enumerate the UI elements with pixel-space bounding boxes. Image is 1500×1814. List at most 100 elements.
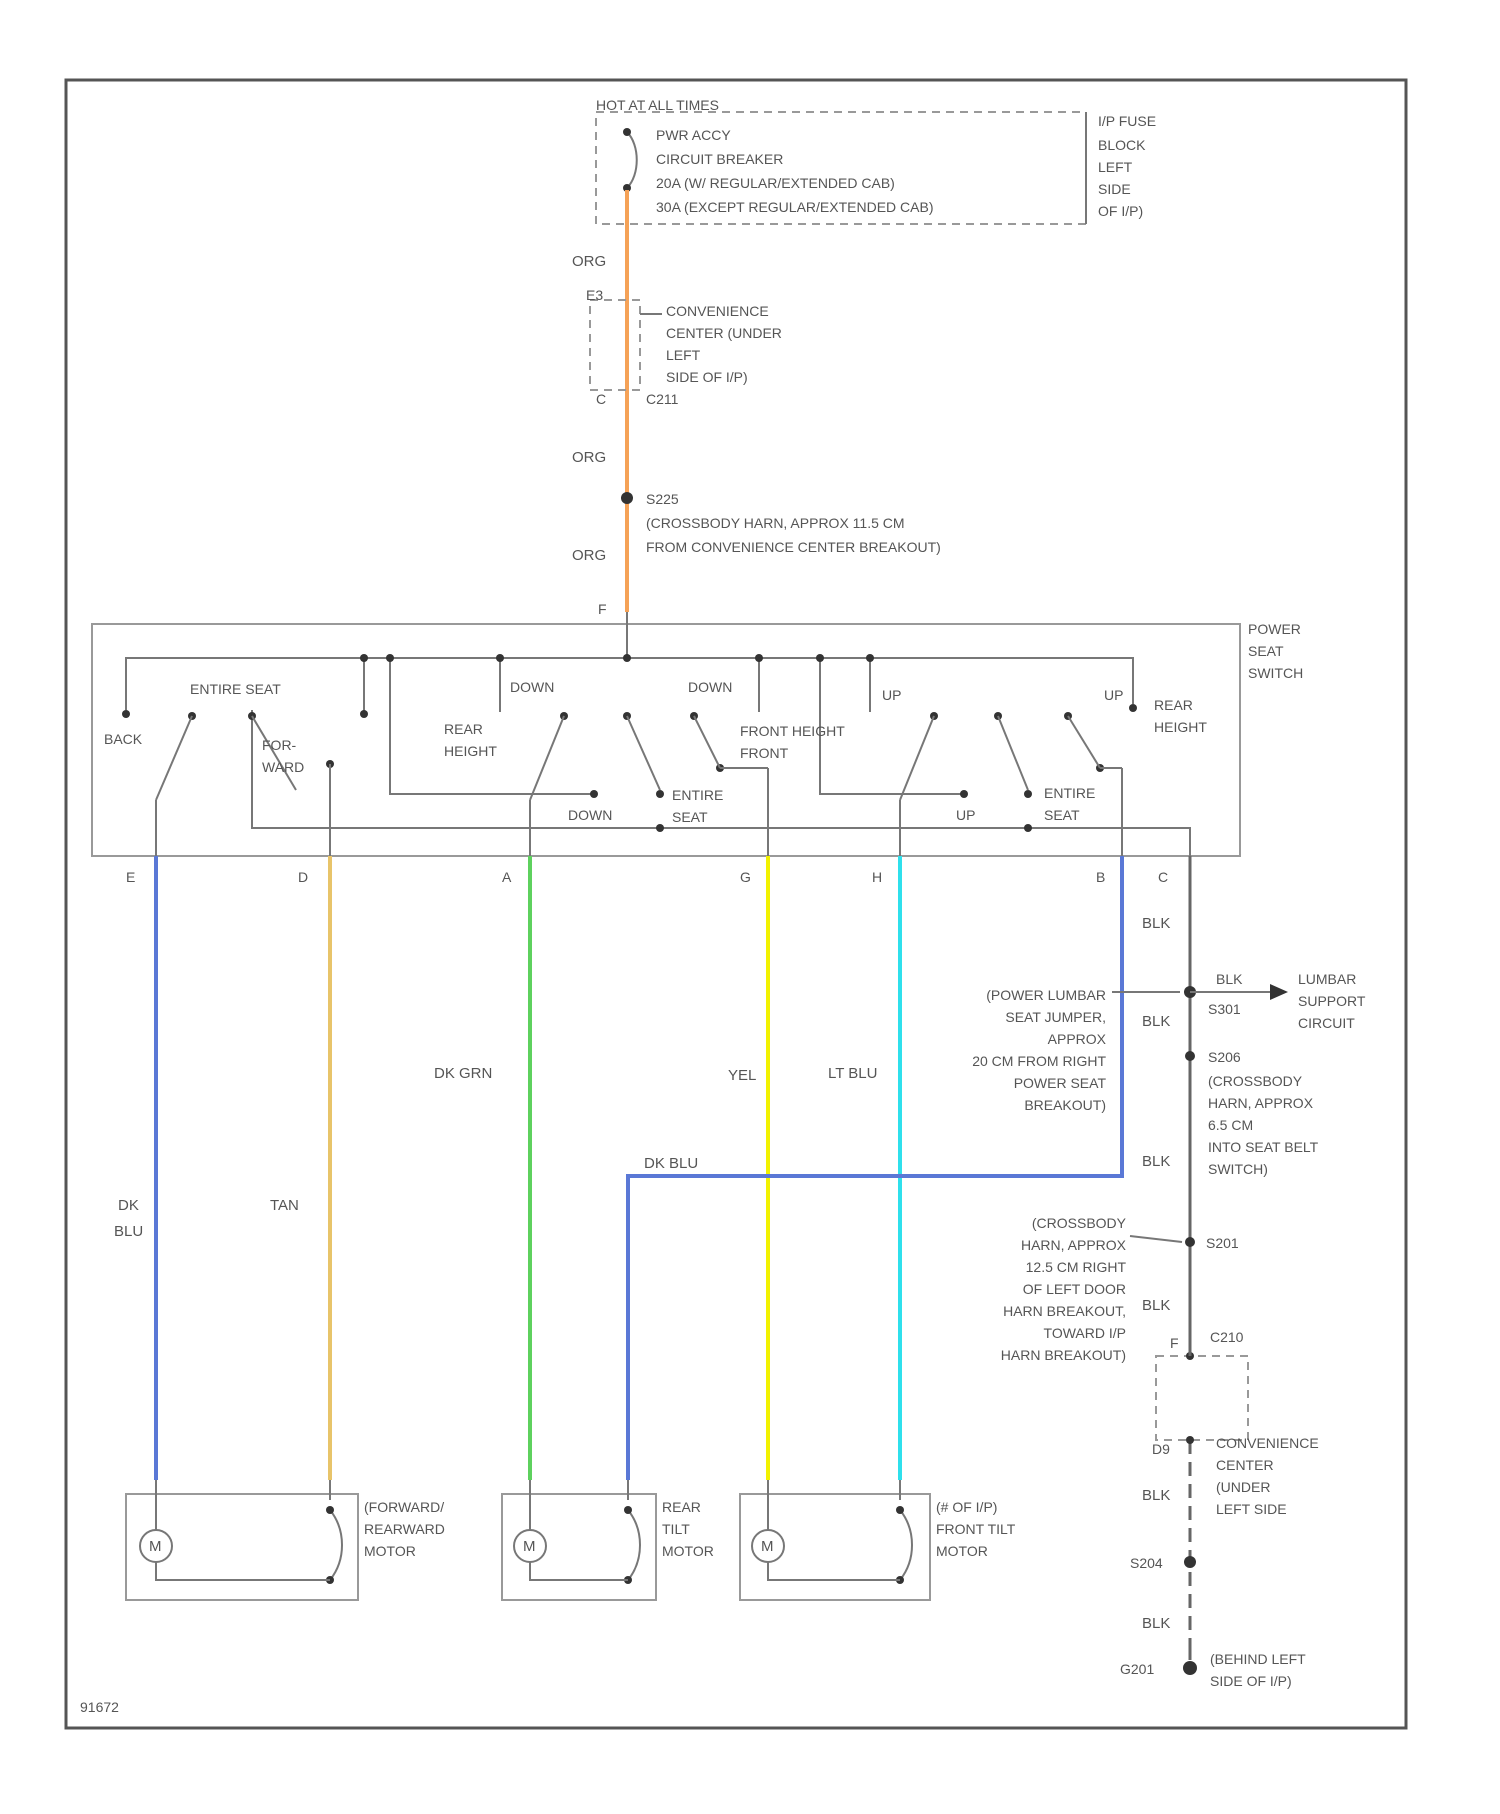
label-entire-seat-top: ENTIRE SEAT — [190, 681, 281, 697]
label-down-1: DOWN — [510, 679, 554, 695]
svg-text:(UNDER: (UNDER — [1216, 1479, 1270, 1495]
label-front-height-2: FRONT — [740, 745, 789, 761]
breaker-line-3: 20A (W/ REGULAR/EXTENDED CAB) — [656, 175, 895, 191]
svg-text:SWITCH): SWITCH) — [1208, 1161, 1268, 1177]
rear-tilt-motor: M REAR TILT MOTOR — [502, 1480, 714, 1600]
wire-dk-blu-b — [628, 856, 1122, 1480]
switch-down-bus — [390, 658, 594, 794]
svg-text:OF LEFT DOOR: OF LEFT DOOR — [1023, 1281, 1126, 1297]
lumbar-circuit-3: CIRCUIT — [1298, 1015, 1355, 1031]
figure-id: 91672 — [80, 1699, 119, 1715]
breaker-line-1: PWR ACCY — [656, 127, 731, 143]
label-down-2: DOWN — [688, 679, 732, 695]
blk-label-2: BLK — [1142, 1013, 1170, 1030]
cc-top-pin: E3 — [586, 287, 603, 303]
fuse-block-5: OF I/P) — [1098, 203, 1143, 219]
s225-id: S225 — [646, 491, 679, 507]
svg-text:(CROSSBODY: (CROSSBODY — [1208, 1073, 1303, 1089]
forward-label-1: (FORWARD/ — [364, 1499, 444, 1515]
rear-tilt-label-3: MOTOR — [662, 1543, 714, 1559]
splice-s201 — [1185, 1237, 1195, 1247]
hot-at-all-times-text: HOT AT ALL TIMES — [596, 97, 719, 113]
pin-h: H — [872, 869, 882, 885]
label-forward-1: FOR- — [262, 737, 297, 753]
cc-label-2: CENTER (UNDER — [666, 325, 782, 341]
label-front-height-1: FRONT HEIGHT — [740, 723, 845, 739]
label-rear-height-1: REAR — [444, 721, 483, 737]
svg-text:(CROSSBODY: (CROSSBODY — [1032, 1215, 1127, 1231]
switch-title-1: POWER — [1248, 621, 1301, 637]
org-label-3: ORG — [572, 547, 606, 564]
breaker-line-2: CIRCUIT BREAKER — [656, 151, 783, 167]
motor-m-3: M — [761, 1538, 774, 1555]
fuse-block-4: SIDE — [1098, 181, 1131, 197]
label-up-3: UP — [956, 807, 975, 823]
pin-d: D — [298, 869, 308, 885]
label-up-1: UP — [882, 687, 901, 703]
breaker-line-4: 30A (EXCEPT REGULAR/EXTENDED CAB) — [656, 199, 933, 215]
pin-b: B — [1096, 869, 1105, 885]
blk-label-1: BLK — [1142, 915, 1170, 932]
pin-c: C — [1158, 869, 1168, 885]
label-rear-height-2: HEIGHT — [444, 743, 497, 759]
ground-desc-2: SIDE OF I/P) — [1210, 1673, 1292, 1689]
lumbar-circuit-2: SUPPORT — [1298, 993, 1366, 1009]
front-tilt-label-3: MOTOR — [936, 1543, 988, 1559]
svg-text:LEFT SIDE: LEFT SIDE — [1216, 1501, 1287, 1517]
cc-bottom-pin: C — [596, 391, 606, 407]
svg-text:HARN, APPROX: HARN, APPROX — [1021, 1237, 1127, 1253]
s201-id: S201 — [1206, 1235, 1239, 1251]
label-tan: TAN — [270, 1197, 299, 1214]
label-dk-blu-jumper: DK BLU — [644, 1155, 698, 1172]
label-lt-blu: LT BLU — [828, 1065, 877, 1082]
switch-blades — [156, 716, 1100, 800]
c210-id: C210 — [1210, 1329, 1244, 1345]
svg-text:12.5 CM RIGHT: 12.5 CM RIGHT — [1026, 1259, 1127, 1275]
ground-g201 — [1183, 1661, 1197, 1675]
switch-title-3: SWITCH — [1248, 665, 1303, 681]
forward-label-2: REARWARD — [364, 1521, 445, 1537]
svg-text:HARN BREAKOUT): HARN BREAKOUT) — [1001, 1347, 1126, 1363]
label-dk-grn: DK GRN — [434, 1065, 492, 1082]
cc-label-1: CONVENIENCE — [666, 303, 769, 319]
svg-text:S206: S206 — [1208, 1049, 1241, 1065]
motor-m-1: M — [149, 1538, 162, 1555]
c210-bottom-pin: D9 — [1152, 1441, 1170, 1457]
forward-label-3: MOTOR — [364, 1543, 416, 1559]
svg-text:20 CM FROM RIGHT: 20 CM FROM RIGHT — [972, 1053, 1106, 1069]
pin-g: G — [740, 869, 751, 885]
s206-desc: S206 (CROSSBODY HARN, APPROX 6.5 CM INTO… — [1208, 1049, 1319, 1177]
s225-desc-1: (CROSSBODY HARN, APPROX 11.5 CM — [646, 515, 905, 531]
svg-text:CONVENIENCE: CONVENIENCE — [1216, 1435, 1319, 1451]
front-tilt-label-1: (# OF I/P) — [936, 1499, 997, 1515]
breaker-terminal-top — [623, 128, 631, 136]
s225-desc-2: FROM CONVENIENCE CENTER BREAKOUT) — [646, 539, 941, 555]
label-entire-seat-mid-1: ENTIRE — [672, 787, 723, 803]
fuse-block-3: LEFT — [1098, 159, 1133, 175]
label-back: BACK — [104, 731, 143, 747]
c210-terminal-bottom — [1186, 1436, 1194, 1444]
lumbar-arrow-icon — [1270, 984, 1288, 1000]
c210-box — [1156, 1356, 1248, 1440]
splice-s204 — [1184, 1556, 1196, 1568]
pin-e: E — [126, 869, 135, 885]
svg-text:APPROX: APPROX — [1048, 1031, 1107, 1047]
s204-id: S204 — [1130, 1555, 1163, 1571]
label-down-3: DOWN — [568, 807, 612, 823]
g201-id: G201 — [1120, 1661, 1154, 1677]
svg-text:(POWER LUMBAR: (POWER LUMBAR — [986, 987, 1106, 1003]
circuit-breaker-symbol — [627, 132, 637, 188]
label-up-2: UP — [1104, 687, 1123, 703]
label-dk-blu-2: BLU — [114, 1223, 143, 1240]
svg-text:SEAT JUMPER,: SEAT JUMPER, — [1005, 1009, 1106, 1025]
c210-convenience-label: CONVENIENCE CENTER (UNDER LEFT SIDE — [1216, 1435, 1319, 1517]
svg-text:HARN BREAKOUT,: HARN BREAKOUT, — [1003, 1303, 1126, 1319]
label-rear-height-right-2: HEIGHT — [1154, 719, 1207, 735]
motor-m-2: M — [523, 1538, 536, 1555]
svg-text:HARN, APPROX: HARN, APPROX — [1208, 1095, 1314, 1111]
lumbar-circuit-1: LUMBAR — [1298, 971, 1356, 987]
svg-text:BREAKOUT): BREAKOUT) — [1024, 1097, 1106, 1113]
label-rear-height-right-1: REAR — [1154, 697, 1193, 713]
label-entire-seat-right-1: ENTIRE — [1044, 785, 1095, 801]
forward-rearward-motor: M (FORWARD/ REARWARD MOTOR — [126, 1480, 445, 1600]
